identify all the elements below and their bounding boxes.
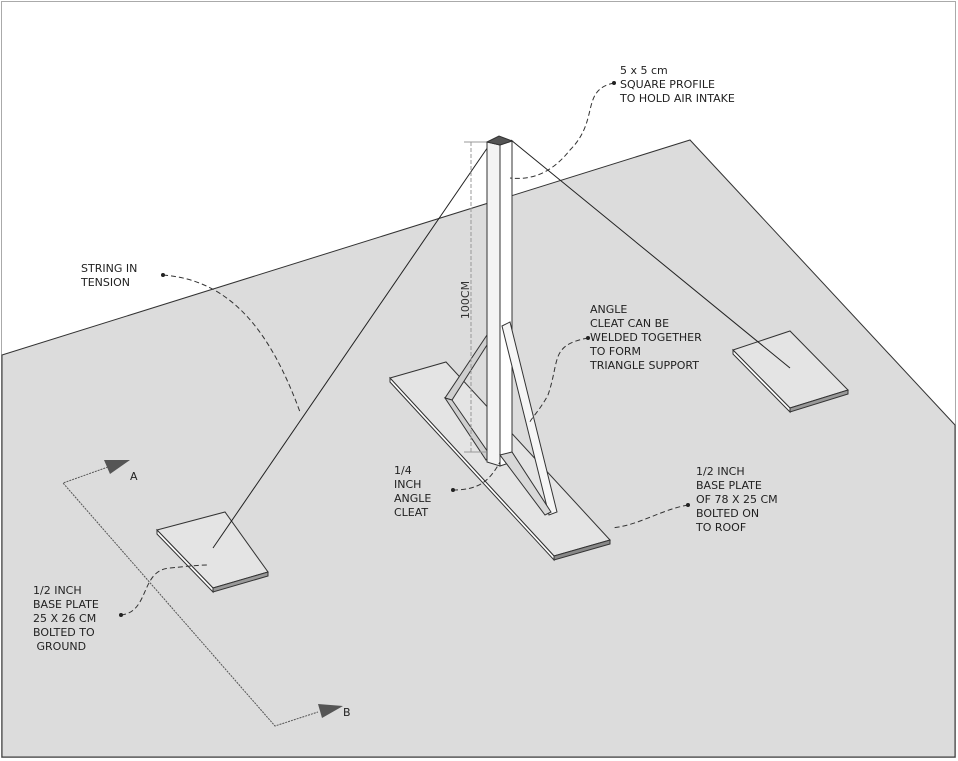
section-label-a: A <box>130 470 138 483</box>
dimension-line <box>464 141 486 453</box>
tension-string-right <box>510 139 791 369</box>
section-label-b: B <box>343 706 351 719</box>
small-base-plate-left <box>156 511 269 594</box>
tension-string-left <box>212 143 491 549</box>
square-profile-post <box>485 135 514 467</box>
section-arrow-a-icon <box>104 460 130 474</box>
angle-cleat-front <box>499 321 558 516</box>
dimension-label: 100CM <box>459 281 472 319</box>
section-line <box>62 466 319 727</box>
section-arrow-b-icon <box>318 704 343 718</box>
small-base-plate-right <box>732 330 849 414</box>
leader-lines <box>120 82 689 616</box>
leader-dots <box>119 81 690 617</box>
